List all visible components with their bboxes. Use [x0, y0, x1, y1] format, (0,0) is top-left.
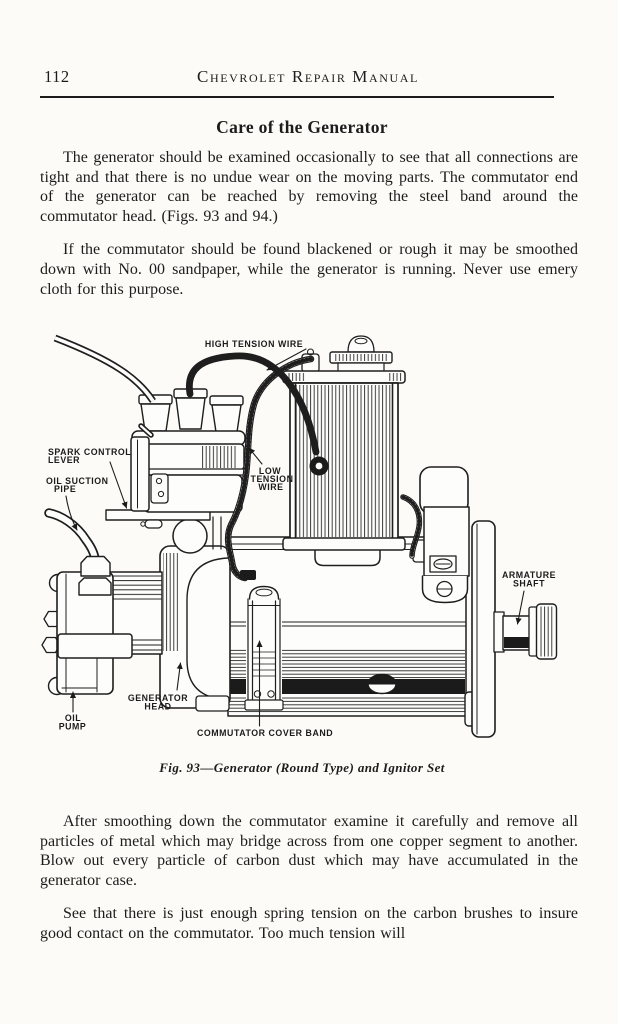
paragraph-4: See that there is just enough spring ten… — [40, 905, 578, 942]
running-head: 112 Chevrolet Repair Manual — [40, 67, 576, 89]
label-high-tension-wire: HIGH TENSION WIRE — [205, 339, 303, 349]
label-spark-control-lever: SPARK CONTROL — [48, 447, 131, 457]
oil-pump-part — [41, 508, 133, 696]
ignitor-distributor — [105, 388, 246, 554]
label-oil-pump: OIL — [65, 713, 81, 723]
page-number: 112 — [44, 67, 70, 86]
high-tension-wire-part — [185, 352, 329, 476]
paragraph-1: The generator should be examined occasio… — [40, 149, 578, 225]
label-oil-pump-2: PUMP — [59, 722, 87, 732]
upper-text-block: The generator should be examined occasio… — [40, 148, 578, 313]
label-generator-head: GENERATOR — [128, 693, 188, 703]
distributor-cap-towers — [138, 388, 244, 433]
commutator-end-plate — [464, 520, 496, 738]
label-low-tension-wire-2: TENSION — [251, 474, 294, 484]
commutator-cover-band-part — [244, 585, 284, 711]
lower-text-block: After smoothing down the commutator exam… — [40, 812, 578, 958]
paragraph-3: After smoothing down the commutator exam… — [40, 813, 578, 889]
section-heading: Care of the Generator — [216, 117, 388, 137]
label-low-tension-wire: LOW — [259, 466, 281, 476]
low-tension-wire-part — [224, 355, 423, 582]
figure-labels: HIGH TENSION WIRE SPARK CONTROL LEVER OI… — [46, 339, 556, 738]
running-title: Chevrolet Repair Manual — [197, 67, 419, 86]
paragraph-2: If the commutator should be found blacke… — [40, 241, 578, 298]
label-oil-suction-pipe: OIL SUCTION — [46, 476, 109, 486]
label-armature-shaft: ARMATURE — [502, 570, 556, 580]
figure-caption: Fig. 93—Generator (Round Type) and Ignit… — [159, 760, 445, 775]
label-generator-head-2: HEAD — [144, 702, 171, 712]
coil-saddle — [314, 549, 381, 567]
figure-93-diagram: HIGH TENSION WIRE SPARK CONTROL LEVER OI… — [41, 334, 558, 738]
ignition-coil — [282, 335, 406, 551]
label-armature-shaft-2: SHAFT — [513, 579, 545, 589]
label-low-tension-wire-3: WIRE — [258, 482, 283, 492]
armature-shaft-part — [493, 603, 558, 660]
label-spark-control-lever-2: LEVER — [48, 455, 80, 465]
mounting-bracket — [412, 466, 470, 604]
label-oil-suction-pipe-2: PIPE — [54, 484, 76, 494]
spark-plug-wire — [53, 334, 156, 403]
generator-head-part — [159, 545, 231, 712]
label-commutator-cover-band: COMMUTATOR COVER BAND — [197, 728, 333, 738]
header-rule — [40, 96, 554, 99]
leader-lines — [65, 348, 525, 727]
